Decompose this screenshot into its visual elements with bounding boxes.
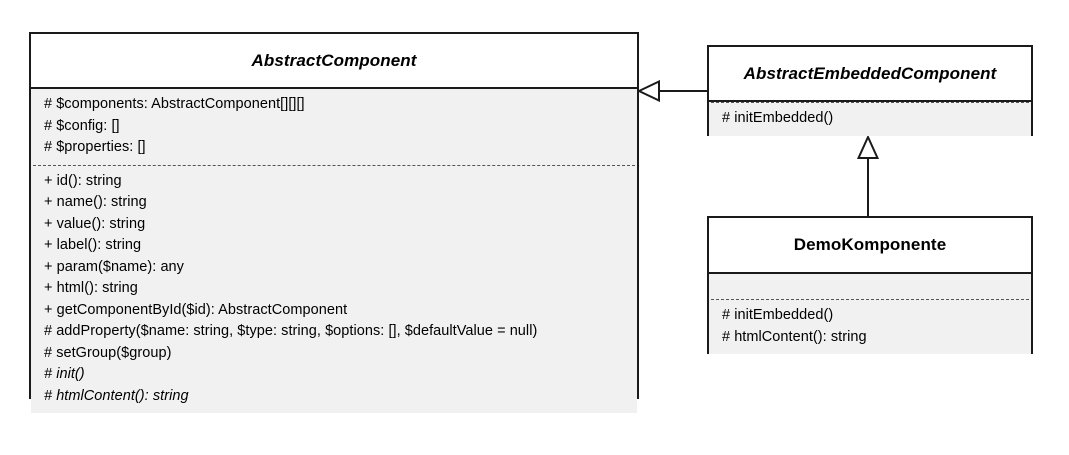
methods-compartment-abstract-component: + id(): string + name(): string + value(…	[31, 166, 637, 414]
methods-compartment-abstract-embedded-component: # initEmbedded()	[709, 103, 1031, 136]
class-title-abstract-component: AbstractComponent	[31, 34, 637, 89]
method-row: + name(): string	[44, 194, 147, 210]
class-box-demo-komponente[interactable]: DemoKomponente # initEmbedded() # htmlCo…	[707, 216, 1033, 354]
method-row: + getComponentById($id): AbstractCompone…	[44, 301, 348, 318]
attribute-row: # $properties: []	[44, 139, 146, 155]
method-row: # setGroup($group)	[44, 344, 172, 361]
compartment-separator	[711, 102, 1029, 103]
method-row: # init()	[44, 366, 85, 382]
method-row: + id(): string	[44, 172, 122, 189]
class-body-abstract-component: # $components: AbstractComponent[][][] #…	[31, 89, 637, 413]
class-box-abstract-embedded-component[interactable]: AbstractEmbeddedComponent # initEmbedded…	[707, 45, 1033, 136]
methods-compartment-demo-komponente: # initEmbedded() # htmlContent(): string	[709, 300, 1031, 354]
class-box-abstract-component[interactable]: AbstractComponent # $components: Abstrac…	[29, 32, 639, 413]
attributes-compartment-abstract-component: # $components: AbstractComponent[][][] #…	[31, 89, 637, 165]
method-row: # htmlContent(): string	[44, 387, 189, 404]
generalization-arrowhead-icon	[857, 136, 879, 159]
method-row: # initEmbedded()	[722, 110, 834, 126]
method-row: # htmlContent(): string	[722, 328, 867, 345]
generalization-arrowhead-icon	[638, 80, 660, 102]
attributes-compartment-demo-komponente	[709, 274, 1031, 299]
generalization-line-embedded-to-abstract	[659, 90, 707, 92]
class-body-abstract-embedded-component: # initEmbedded()	[709, 102, 1031, 136]
method-row: # initEmbedded()	[722, 307, 834, 323]
class-title-demo-komponente: DemoKomponente	[709, 218, 1031, 274]
attribute-row: # $config: []	[44, 117, 120, 134]
method-row: + label(): string	[44, 237, 142, 253]
class-title-abstract-embedded-component: AbstractEmbeddedComponent	[709, 47, 1031, 102]
generalization-line-demo-to-embedded	[867, 158, 869, 216]
compartment-separator	[711, 299, 1029, 300]
method-row: + value(): string	[44, 215, 146, 232]
method-row: + param($name): any	[44, 258, 184, 275]
compartment-separator	[33, 164, 635, 166]
class-body-demo-komponente: # initEmbedded() # htmlContent(): string	[709, 274, 1031, 354]
attribute-row: # $components: AbstractComponent[][][]	[44, 96, 305, 112]
method-row: + html(): string	[44, 280, 138, 296]
method-row: # addProperty($name: string, $type: stri…	[44, 323, 538, 339]
